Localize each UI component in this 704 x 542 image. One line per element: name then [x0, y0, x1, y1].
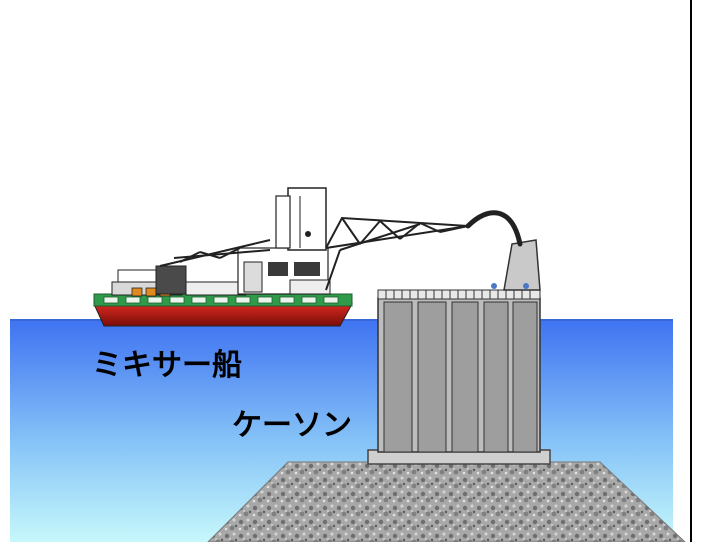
frame-right-edge [690, 0, 692, 542]
pump-hose [465, 210, 523, 247]
mixer-ship-label: ミキサー船 [92, 348, 242, 383]
placing-boom [325, 216, 469, 291]
caisson [367, 239, 551, 465]
mixer-ship [93, 187, 469, 327]
caisson-label: ケーソン [232, 408, 352, 443]
concrete-hopper [503, 239, 541, 291]
batching-tower [287, 187, 327, 251]
rubble-mound [207, 461, 686, 542]
ship-hull [93, 303, 353, 327]
